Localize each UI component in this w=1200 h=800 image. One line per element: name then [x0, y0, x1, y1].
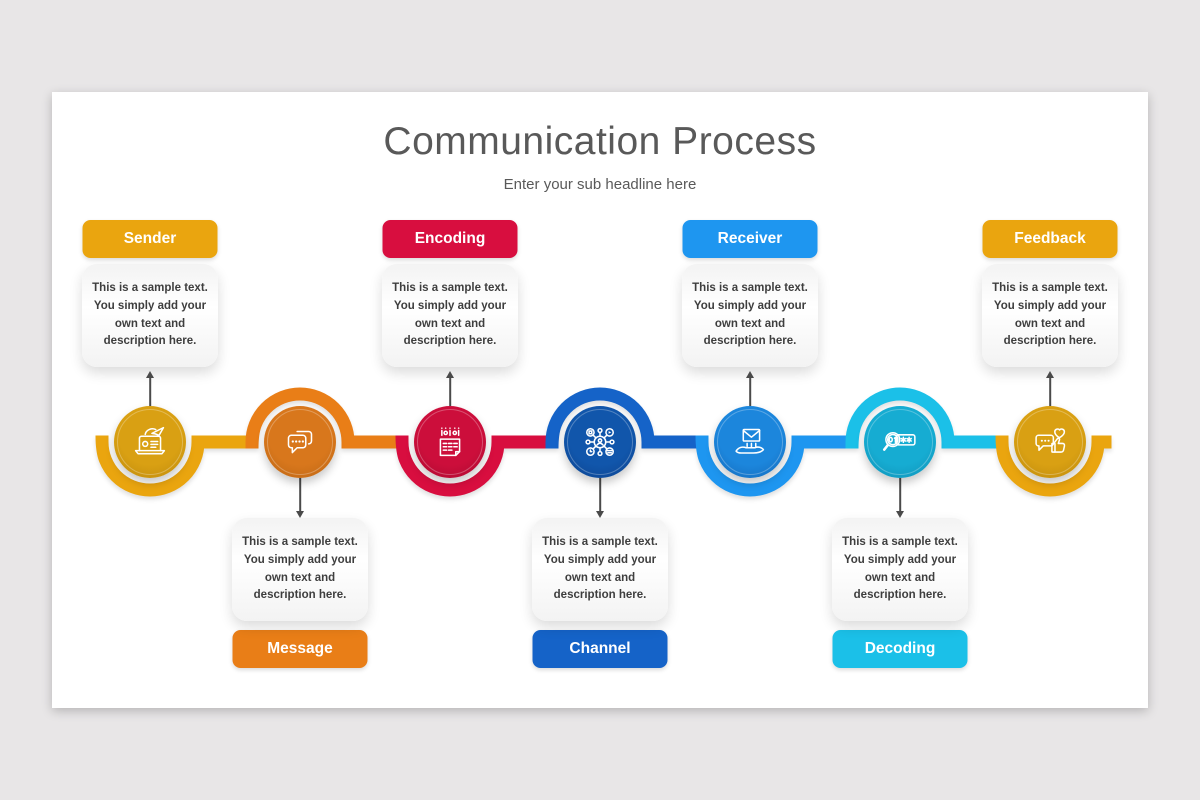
arrow-up-icon	[446, 371, 454, 378]
chain-link-encoding	[395, 435, 559, 497]
step-label-text: Sender	[123, 230, 177, 247]
step-label-feedback: Feedback	[982, 220, 1118, 258]
step-label-text: Channel	[569, 640, 631, 657]
step-label-decoding: Decoding	[832, 630, 968, 668]
step-label-receiver: Receiver	[682, 220, 818, 258]
step-node-sender	[114, 406, 186, 478]
review-thumbs-icon	[1035, 428, 1066, 453]
step-description-receiver: This is a sample text. You simply add yo…	[682, 264, 818, 367]
step-description-text: This is a sample text. You simply add yo…	[392, 281, 508, 348]
step-node-message	[264, 406, 336, 478]
arrow-line	[449, 377, 451, 406]
step-description-decoding: This is a sample text. You simply add yo…	[832, 518, 968, 621]
arrow-up-icon	[1046, 371, 1054, 378]
arrow-line	[299, 478, 301, 511]
step-description-feedback: This is a sample text. You simply add yo…	[982, 264, 1118, 367]
step-node-channel	[564, 406, 636, 478]
arrow-down-icon	[296, 511, 304, 518]
arrow-line	[749, 377, 751, 406]
step-label-text: Decoding	[864, 640, 936, 657]
step-description-text: This is a sample text. You simply add yo…	[92, 281, 208, 348]
laptop-send-icon	[134, 426, 166, 455]
step-description-text: This is a sample text. You simply add yo…	[242, 535, 358, 602]
arrow-up-icon	[746, 371, 754, 378]
arrow-down-icon	[896, 511, 904, 518]
arrow-down-icon	[596, 511, 604, 518]
page-title: Communication Process	[383, 120, 817, 163]
chain-link-receiver	[695, 435, 859, 497]
chat-bubbles-icon	[287, 430, 313, 454]
step-description-text: This is a sample text. You simply add yo…	[992, 281, 1108, 348]
step-description-message: This is a sample text. You simply add yo…	[232, 518, 368, 621]
step-node-receiver	[714, 406, 786, 478]
chain-link-message	[245, 387, 409, 449]
chain-link-decoding	[845, 387, 1009, 449]
binary-document-icon	[439, 427, 461, 457]
step-label-channel: Channel	[532, 630, 668, 668]
page-subtitle: Enter your sub headline here	[503, 176, 697, 193]
step-label-text: Receiver	[717, 230, 783, 247]
step-description-encoding: This is a sample text. You simply add yo…	[382, 264, 518, 367]
step-description-text: This is a sample text. You simply add yo…	[692, 281, 808, 348]
chain-link-feedback	[995, 435, 1112, 497]
step-description-text: This is a sample text. You simply add yo…	[542, 535, 658, 602]
step-label-text: Message	[267, 640, 333, 657]
arrow-up-icon	[146, 371, 154, 378]
arrow-line	[149, 377, 151, 406]
step-node-encoding	[414, 406, 486, 478]
step-description-text: This is a sample text. You simply add yo…	[842, 535, 958, 602]
step-label-message: Message	[232, 630, 368, 668]
step-description-channel: This is a sample text. You simply add yo…	[532, 518, 668, 621]
step-node-feedback	[1014, 406, 1086, 478]
step-label-sender: Sender	[82, 220, 218, 258]
chain-link-channel	[545, 387, 709, 449]
mail-hand-icon	[735, 428, 765, 454]
step-label-text: Encoding	[414, 230, 486, 247]
arrow-line	[599, 478, 601, 511]
arrow-line	[899, 478, 901, 511]
network-hub-icon	[585, 427, 615, 457]
step-label-text: Feedback	[1014, 230, 1086, 247]
chain-link-sender	[95, 435, 259, 497]
arrow-line	[1049, 377, 1051, 406]
step-description-sender: This is a sample text. You simply add yo…	[82, 264, 218, 367]
step-label-encoding: Encoding	[382, 220, 518, 258]
step-node-decoding	[864, 406, 936, 478]
search-decode-icon	[882, 431, 916, 451]
